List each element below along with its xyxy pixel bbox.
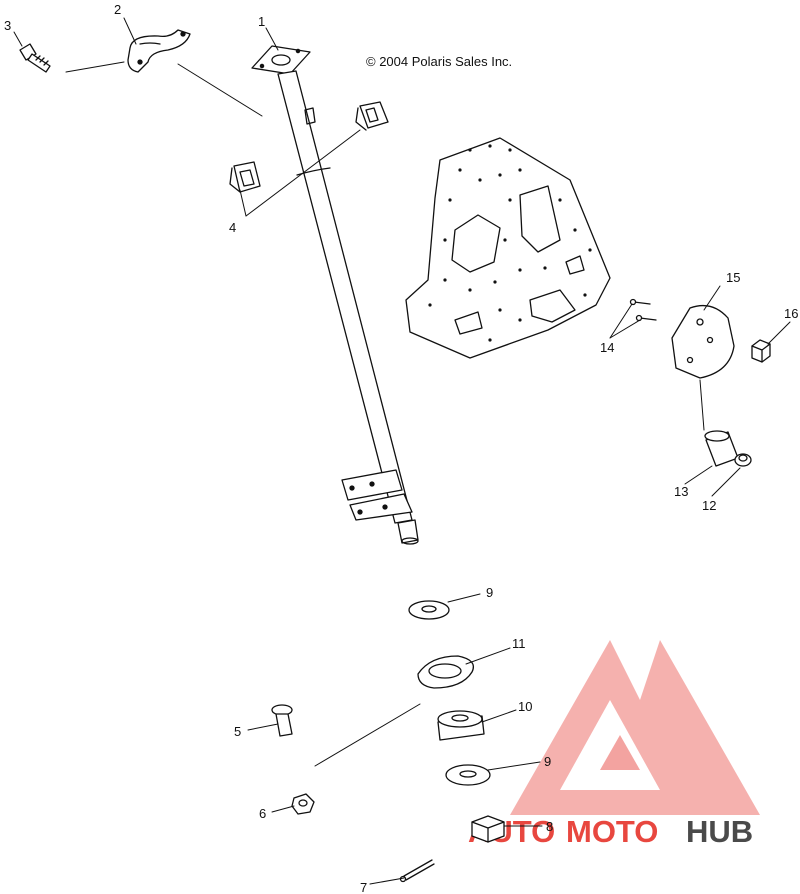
seal-11 <box>417 655 475 689</box>
bearing-10 <box>437 710 485 741</box>
nut-16 <box>751 339 771 363</box>
nut-8 <box>471 815 505 843</box>
watermark-moto: MOTO <box>566 814 658 849</box>
callouts: 1 2 3 4 5 6 7 8 9 9 10 11 12 13 14 15 16 <box>4 2 798 894</box>
watermark-hub: HUB <box>686 814 753 849</box>
watermark-logo: AUTO MOTO HUB <box>468 640 760 849</box>
leader-lines <box>13 17 791 885</box>
clamp-bracket <box>127 29 191 73</box>
callout-7: 7 <box>360 880 367 894</box>
copyright-notice: © 2004 Polaris Sales Inc. <box>366 54 512 69</box>
callout-3: 3 <box>4 18 11 33</box>
callout-9-lower: 9 <box>544 754 551 769</box>
nut-6 <box>291 793 315 815</box>
callout-10: 10 <box>518 699 532 714</box>
washer-9-upper <box>408 600 450 620</box>
pin-14 <box>629 298 657 322</box>
callout-11: 11 <box>512 636 526 651</box>
bushing-4b <box>229 161 261 193</box>
callout-6: 6 <box>259 806 266 821</box>
callout-14: 14 <box>600 340 614 355</box>
bolt-3 <box>19 43 51 73</box>
callout-2: 2 <box>114 2 121 17</box>
bushing-13 <box>704 430 739 467</box>
washer-9-lower <box>445 764 491 786</box>
callout-1: 1 <box>258 14 265 29</box>
support-plate <box>405 137 611 359</box>
callout-12: 12 <box>702 498 716 513</box>
callout-5: 5 <box>234 724 241 739</box>
watermark-inner-mark <box>600 735 640 770</box>
bolt-5 <box>271 704 293 737</box>
nut-12 <box>734 453 752 467</box>
callout-9-upper: 9 <box>486 585 493 600</box>
retainer-plate-15 <box>671 304 735 379</box>
callout-15: 15 <box>726 270 740 285</box>
callout-16: 16 <box>784 306 798 321</box>
callout-4: 4 <box>229 220 236 235</box>
steering-post <box>251 45 419 545</box>
callout-13: 13 <box>674 484 688 499</box>
callout-8: 8 <box>546 819 553 834</box>
bushing-4a <box>355 101 389 131</box>
cotter-pin-7 <box>399 859 435 883</box>
